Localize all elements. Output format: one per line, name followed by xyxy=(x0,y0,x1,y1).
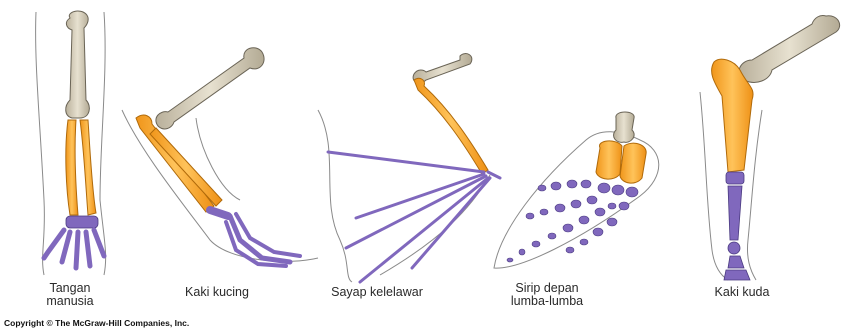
cat-leg xyxy=(122,48,318,266)
bat-humerus xyxy=(413,54,472,83)
label-bat-line1: Sayap kelelawar xyxy=(314,286,440,299)
bat-wing xyxy=(318,54,500,282)
label-horse: Kaki kuda xyxy=(702,286,782,299)
label-dolphin-line2: lumba-lumba xyxy=(502,295,592,308)
label-horse-line1: Kaki kuda xyxy=(702,286,782,299)
label-human: Tangan manusia xyxy=(40,282,100,308)
dolphin-radius xyxy=(596,141,622,179)
human-ulna xyxy=(80,120,96,215)
cat-radius xyxy=(136,115,214,212)
dolphin-digit-bones xyxy=(507,180,638,262)
horse-leg xyxy=(700,15,840,280)
human-hand-bones xyxy=(44,216,104,268)
dolphin-humerus xyxy=(614,112,635,142)
cat-ulna xyxy=(150,128,222,206)
horse-hoof-bones xyxy=(724,172,750,280)
label-cat: Kaki kucing xyxy=(172,286,262,299)
human-radius xyxy=(66,120,78,215)
label-cat-line1: Kaki kucing xyxy=(172,286,262,299)
bat-finger-bones xyxy=(328,152,500,282)
dolphin-flipper xyxy=(494,112,659,268)
label-human-line2: manusia xyxy=(40,295,100,308)
cat-humerus xyxy=(156,48,264,129)
human-arm xyxy=(36,11,106,275)
bat-radius xyxy=(414,78,488,174)
label-dolphin: Sirip depan lumba-lumba xyxy=(502,282,592,308)
human-humerus xyxy=(66,11,90,118)
dolphin-ulna xyxy=(620,143,646,183)
horse-humerus xyxy=(739,15,840,82)
copyright-notice: Copyright © The McGraw-Hill Companies, I… xyxy=(4,318,189,328)
label-bat: Sayap kelelawar xyxy=(314,286,440,299)
cat-paw-bones xyxy=(210,210,300,266)
